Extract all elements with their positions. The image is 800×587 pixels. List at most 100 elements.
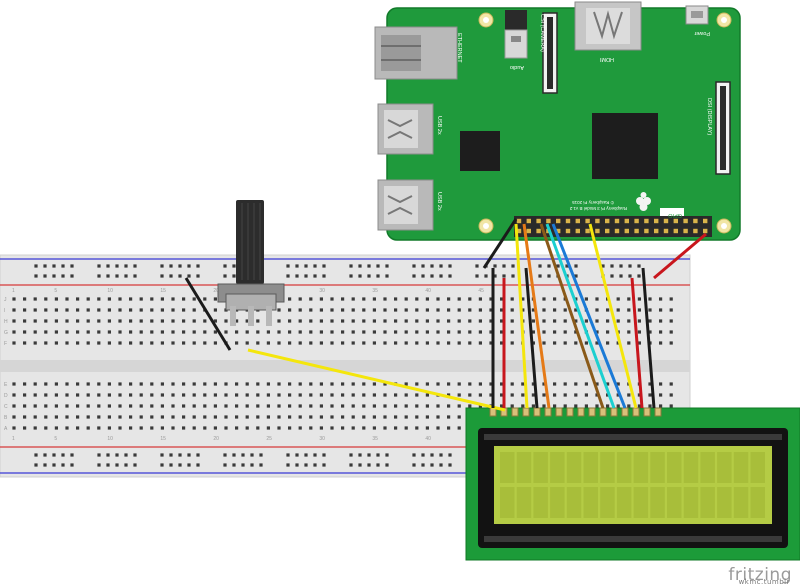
strip-hole [362,330,366,334]
strip-hole [447,330,451,334]
rail-hole [439,264,443,268]
strip-hole [478,341,482,345]
strip-hole [341,415,345,419]
strip-hole [648,393,652,397]
rail-hole [61,453,65,457]
strip-hole [192,415,196,419]
strip-hole [616,297,620,301]
usb-port-2 [377,179,434,231]
strip-hole [425,415,429,419]
lcd-cell [500,487,515,518]
rail-hole [52,453,56,457]
lcd-cell [533,487,548,518]
strip-hole [288,404,292,408]
strip-hole [415,330,419,334]
strip-hole [107,308,111,312]
strip-hole [86,330,90,334]
strip-hole [182,308,186,312]
lcd-cell [750,452,765,483]
column-number: 20 [213,288,219,294]
strip-hole [330,341,334,345]
strip-hole [542,382,546,386]
strip-hole [500,330,504,334]
gpio-pin [644,228,649,234]
strip-hole [372,319,376,323]
strip-hole [627,297,631,301]
strip-hole [595,297,599,301]
strip-hole [457,330,461,334]
strip-hole [182,297,186,301]
strip-hole [97,393,101,397]
rail-hole [34,453,38,457]
strip-hole [468,330,472,334]
strip-hole [118,308,122,312]
lcd-cell [650,487,665,518]
gpio-pin [605,228,610,234]
strip-hole [478,382,482,386]
strip-hole [160,415,164,419]
column-number: 45 [478,288,484,294]
strip-hole [574,330,578,334]
lcd-pin [643,407,651,417]
strip-hole [44,404,48,408]
strip-hole [425,382,429,386]
rail-hole [376,264,380,268]
rail-hole [448,463,452,467]
rail-hole [421,264,425,268]
strip-hole [648,404,652,408]
strip-hole [33,382,37,386]
strip-hole [139,404,143,408]
strip-hole [394,404,398,408]
rail-hole [421,453,425,457]
rail-hole [106,274,110,278]
strip-hole [44,308,48,312]
rail-hole [358,264,362,268]
strip-hole [203,341,207,345]
rail-hole [70,453,74,457]
rail-hole [349,463,353,467]
strip-hole [447,382,451,386]
rail-hole [421,463,425,467]
strip-hole [510,393,514,397]
strip-hole [86,308,90,312]
strip-hole [627,308,631,312]
strip-hole [107,319,111,323]
strip-hole [319,341,323,345]
strip-hole [616,341,620,345]
strip-hole [362,404,366,408]
gpio-pin [556,218,561,224]
strip-hole [478,297,482,301]
strip-hole [584,393,588,397]
strip-hole [44,426,48,430]
strip-hole [160,382,164,386]
rail-hole [412,463,416,467]
rail-hole [304,453,308,457]
strip-hole [351,393,355,397]
strip-hole [489,308,493,312]
rail-hole [295,264,299,268]
rail-hole [439,453,443,457]
strip-hole [139,297,143,301]
strip-hole [563,382,567,386]
strip-hole [362,382,366,386]
strip-hole [574,393,578,397]
strip-hole [648,330,652,334]
rail-hole [538,274,542,278]
strip-hole [542,308,546,312]
strip-hole [107,297,111,301]
rail-hole [61,264,65,268]
strip-hole [563,308,567,312]
strip-hole [65,330,69,334]
strip-hole [288,426,292,430]
strip-hole [203,382,207,386]
rail-hole [70,274,74,278]
rail-hole [304,463,308,467]
strip-hole [425,341,429,345]
strip-hole [447,393,451,397]
lcd-cell [717,452,732,483]
strip-hole [362,319,366,323]
rail-hole [619,264,623,268]
lcd-cell [700,487,715,518]
strip-hole [33,297,37,301]
strip-hole [341,341,345,345]
